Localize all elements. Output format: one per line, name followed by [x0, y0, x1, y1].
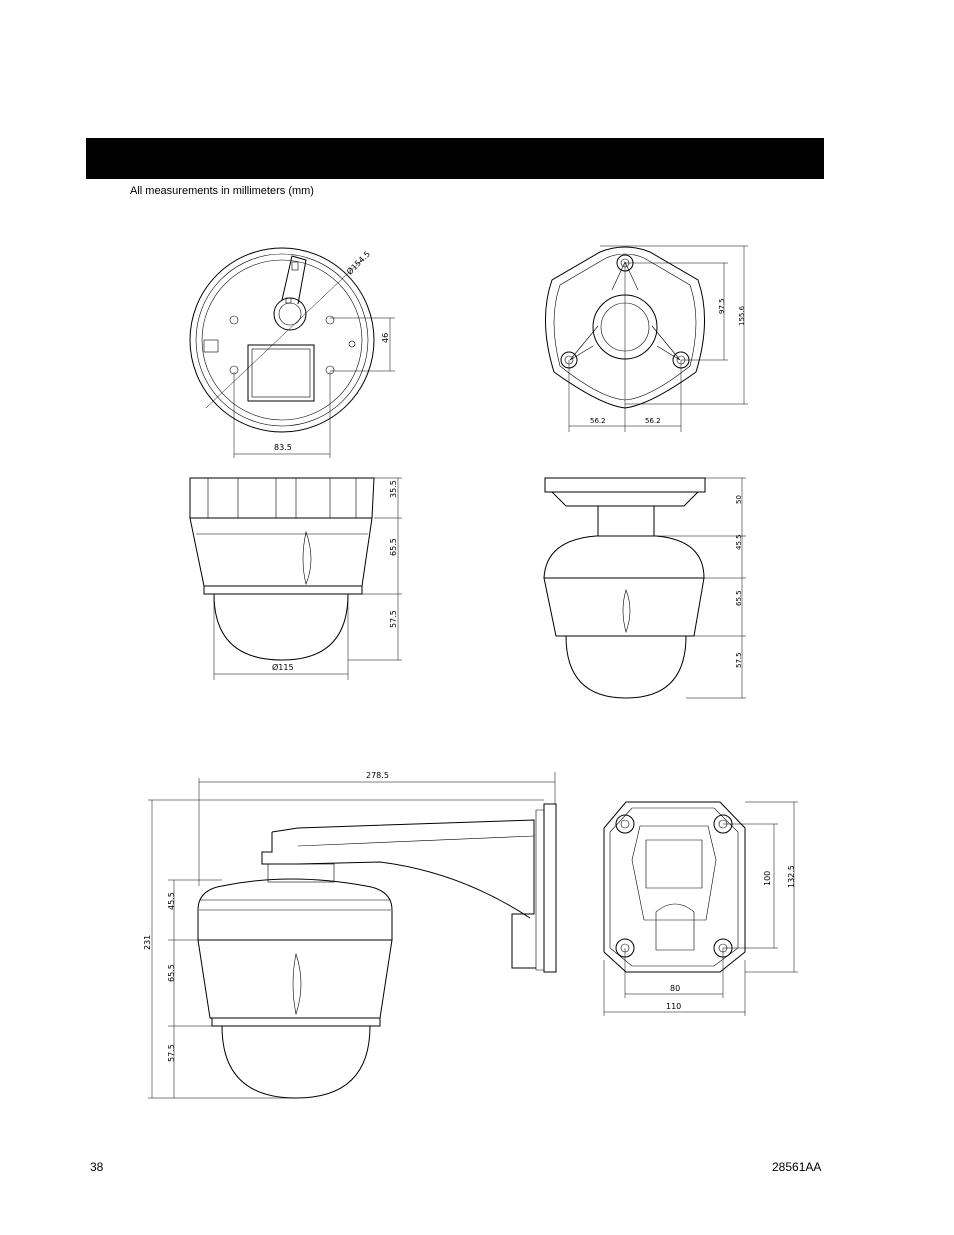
dim-side-57-5: 57.5 [389, 610, 398, 628]
dim-pendant-45-5: 45.5 [735, 534, 743, 550]
dim-pendant-65-5: 65.5 [735, 590, 743, 606]
dim-mount-97-5: 97.5 [718, 298, 726, 314]
dim-plate-110: 110 [666, 1002, 681, 1011]
pendant-view-drawing [543, 477, 746, 699]
top-view-drawing [189, 247, 395, 458]
dim-plate-80: 80 [670, 984, 680, 993]
dim-mount-right-56-2: 56.2 [645, 417, 661, 425]
dim-wall-57-5: 57.5 [167, 1044, 176, 1062]
document-code: 28561AA [772, 1160, 822, 1174]
dim-wall-65-5: 65.5 [167, 964, 176, 982]
dim-top-46: 46 [381, 333, 390, 343]
mount-top-view-drawing [545, 245, 748, 432]
dim-wall-278-5: 278.5 [366, 771, 389, 780]
dim-wall-231: 231 [143, 935, 152, 950]
measurement-note: All measurements in millimeters (mm) [130, 185, 314, 197]
dim-plate-100: 100 [763, 871, 772, 886]
dim-side-35-5: 35.5 [389, 480, 398, 498]
page-number: 38 [90, 1160, 104, 1174]
dim-mount-155-6: 155.6 [738, 305, 746, 326]
dim-top-83-5: 83.5 [274, 443, 292, 452]
side-view-drawing [189, 477, 402, 680]
dim-pendant-50: 50 [735, 495, 743, 504]
dim-side-65-5: 65.5 [389, 538, 398, 556]
dim-plate-132-5: 132.5 [787, 865, 796, 888]
section-header-bar [86, 138, 824, 179]
dim-mount-left-56-2: 56.2 [590, 417, 606, 425]
dim-pendant-57-5: 57.5 [735, 652, 743, 668]
dim-side-dome-diameter: Ø115 [272, 662, 294, 672]
dim-wall-45-5: 45.5 [167, 892, 176, 910]
dim-top-diameter: Ø154.5 [344, 249, 372, 277]
wall-mount-view-drawing [148, 772, 557, 1099]
wall-plate-view-drawing [603, 801, 798, 1016]
